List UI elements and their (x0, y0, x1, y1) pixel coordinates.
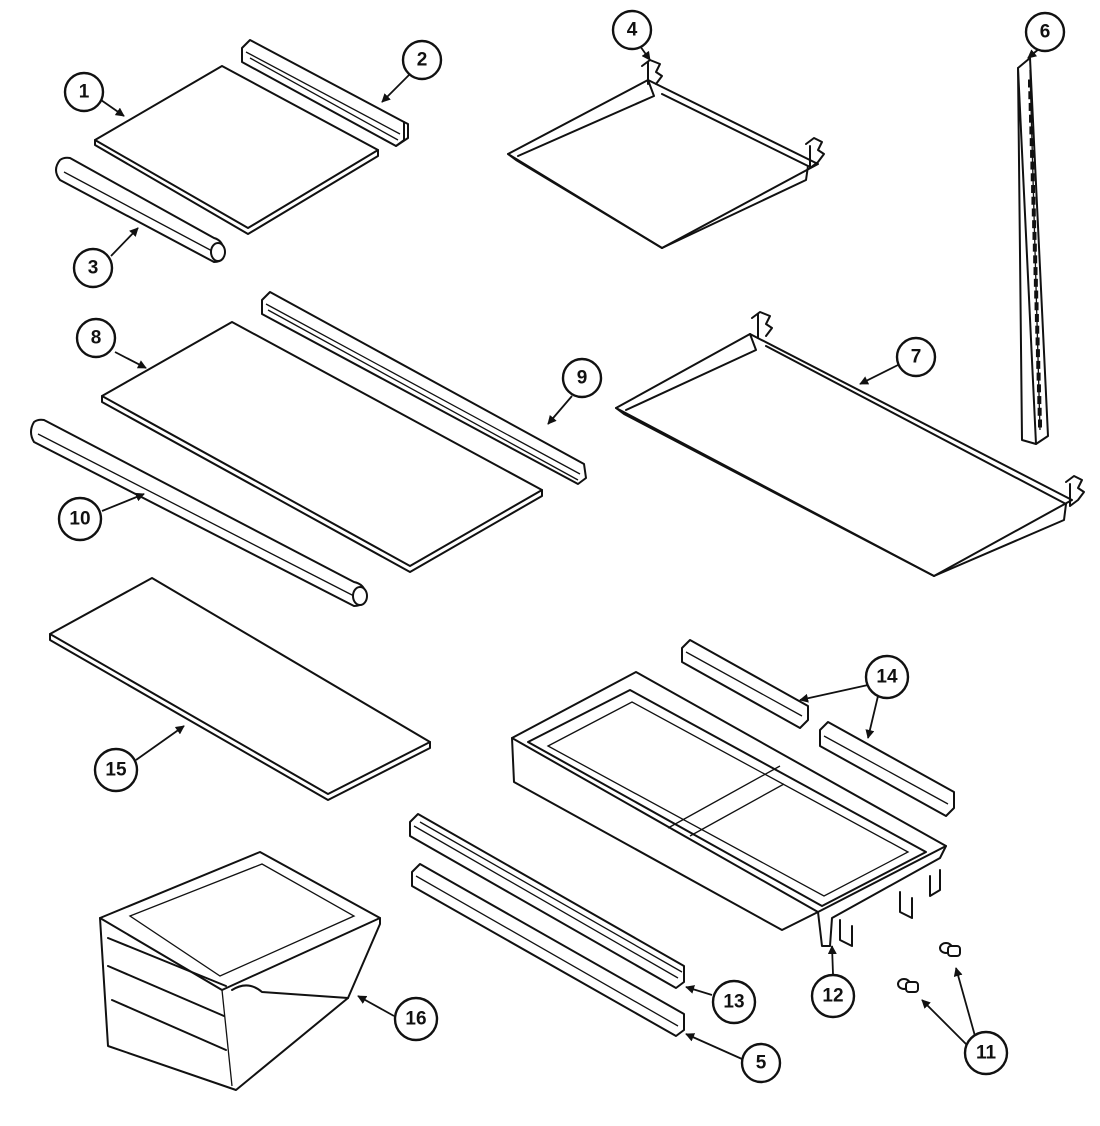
part-2-rear-trim-small (241, 39, 409, 147)
rail-slot (1033, 267, 1038, 276)
rail-slot (1034, 290, 1039, 299)
leader-10 (101, 492, 145, 512)
leader-11a (953, 967, 976, 1037)
rail-slot (1037, 407, 1042, 416)
rail-slot (1035, 349, 1040, 358)
rail-slot (1036, 360, 1041, 369)
rail-slot (1036, 384, 1041, 393)
rail-slots (1028, 79, 1042, 428)
callout-5-label: 5 (756, 1053, 767, 1074)
callout-9-label: 9 (577, 368, 588, 389)
callout-9: 9 (561, 357, 603, 399)
leader-5 (685, 1033, 743, 1060)
rail-slot (1028, 91, 1033, 100)
rail-slot (1030, 173, 1035, 182)
rail-slot (1030, 161, 1035, 170)
leader-11b (921, 999, 969, 1047)
callout-6: 6 (1024, 11, 1066, 53)
rail-slot (1028, 79, 1032, 88)
leader-15 (135, 725, 185, 761)
callout-1: 1 (63, 71, 105, 113)
part-9-rear-trim-large (261, 291, 587, 485)
rail-slot (1029, 138, 1034, 147)
rail-slot (1031, 185, 1036, 194)
leader-2 (381, 73, 411, 103)
part-6-vertical-rail (1017, 57, 1049, 445)
rail-slot (1037, 396, 1042, 405)
callout-3-label: 3 (88, 258, 99, 279)
leader-16 (357, 995, 395, 1017)
callout-11-label: 11 (976, 1043, 997, 1064)
rail-slot (1031, 196, 1036, 205)
rail-slot (1029, 114, 1034, 123)
rail-slot (1032, 231, 1037, 240)
part-7-shelf-frame-large (615, 311, 1085, 577)
callout-8-label: 8 (91, 328, 102, 349)
rail-slot (1029, 126, 1034, 135)
leader-14b (865, 695, 879, 739)
rail-slot (1033, 278, 1038, 287)
part-15-crisper-cover-glass (49, 577, 431, 801)
leader-4 (639, 45, 651, 61)
callout-1-label: 1 (79, 82, 90, 103)
callout-7-label: 7 (911, 347, 922, 368)
callout-16-label: 16 (405, 1009, 426, 1030)
part-1-glass-shelf-small (94, 65, 379, 235)
leader-9 (547, 395, 573, 425)
part-14-cover-trims (681, 639, 955, 817)
rail-slot (1034, 313, 1039, 322)
rail-slot (1028, 102, 1033, 111)
callout-13: 13 (711, 979, 757, 1025)
callout-5: 5 (740, 1042, 782, 1084)
callout-14-label: 14 (876, 667, 898, 688)
callout-10: 10 (57, 496, 103, 542)
callout-15: 15 (93, 747, 139, 793)
rail-slot (1034, 302, 1039, 311)
part-16-crisper-drawer (99, 851, 381, 1091)
leader-3 (110, 227, 139, 257)
rail-slot (1030, 149, 1035, 158)
rail-slot (1035, 337, 1040, 346)
rail-slot (1035, 325, 1040, 334)
leader-7 (859, 364, 899, 385)
rail-slot (1031, 208, 1036, 217)
callout-3: 3 (72, 247, 114, 289)
rail-slot (1032, 243, 1037, 252)
callout-12: 12 (810, 973, 856, 1019)
part-5-rail (411, 863, 685, 1037)
rail-slot (1038, 419, 1042, 428)
callout-12-label: 12 (822, 986, 843, 1007)
callout-10-label: 10 (69, 509, 90, 530)
leader-1 (100, 99, 125, 117)
callout-15-label: 15 (105, 760, 127, 781)
callout-6-label: 6 (1040, 22, 1051, 43)
leader-13 (685, 985, 713, 996)
leader-8 (114, 351, 147, 369)
callout-16: 16 (393, 996, 439, 1042)
callout-8: 8 (75, 317, 117, 359)
leader-12 (827, 945, 837, 975)
part-8-glass-shelf-large (101, 321, 543, 573)
rail-slot (1032, 220, 1037, 229)
callout-2: 2 (401, 39, 443, 81)
callout-7: 7 (895, 336, 937, 378)
callout-4: 4 (611, 9, 653, 51)
callout-11: 11 (963, 1030, 1009, 1076)
rail-slot (1033, 255, 1038, 264)
part-10-front-trim-large (30, 418, 368, 607)
callout-2-label: 2 (417, 50, 428, 71)
leader-14a (799, 684, 869, 703)
part-12-crisper-cover-frame (511, 671, 947, 947)
callout-14: 14 (864, 654, 910, 700)
callout-13-label: 13 (723, 992, 744, 1013)
leader-lines (100, 45, 1041, 1060)
part-4-shelf-frame-small (507, 59, 825, 249)
callout-4-label: 4 (627, 20, 638, 41)
rail-slot (1036, 372, 1041, 381)
part-11-screws (897, 942, 961, 993)
part-13-rail (409, 813, 685, 989)
part-3-front-trim-small (55, 156, 226, 263)
